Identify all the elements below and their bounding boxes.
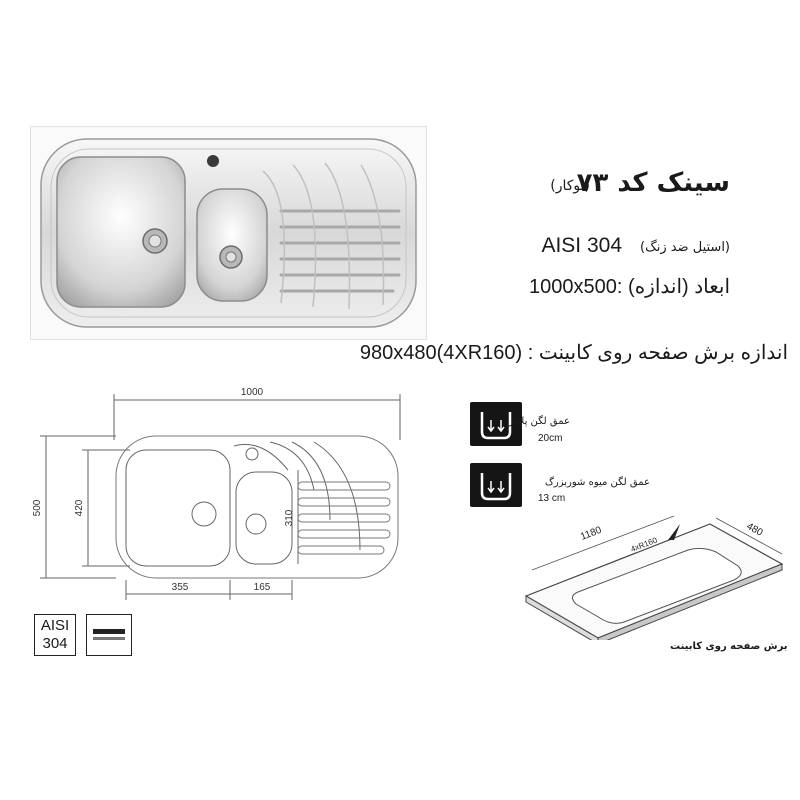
depth-icon-2 — [470, 463, 522, 507]
depth-icon-1 — [470, 402, 522, 446]
dim-right-bowl-height-label: 310 — [284, 509, 295, 526]
material-code: AISI 304 — [541, 234, 622, 257]
basin-depth-icon — [480, 473, 512, 501]
dim-right-bowl-label: 165 — [254, 582, 271, 593]
product-title: سینک کد ۷۳ — [576, 168, 730, 198]
product-photo-frame — [30, 126, 427, 340]
material-badge-line2: 304 — [42, 635, 68, 652]
dim-inner-height-label: 420 — [74, 499, 85, 516]
cutout-width-label: 480 — [745, 521, 765, 539]
depth-label-2: عمق لگن میوه شوربزرگ — [544, 477, 650, 488]
basin-depth-icon — [480, 412, 512, 440]
sink-photo — [40, 138, 417, 328]
dimensions-line: 1000x500: ابعاد (اندازه) — [529, 276, 730, 298]
dim-width-label: 1000 — [241, 387, 264, 398]
depth-value-1: 20cm — [538, 433, 563, 444]
cutout-caption: برش صفحه روی کابینت — [670, 641, 788, 652]
material-desc: (استیل ضد زنگ) — [640, 240, 730, 255]
cabinet-cutout-line: 980x480(4XR160) : اندازه برش صفحه روی کا… — [359, 342, 788, 364]
dim-left-bowl-label: 355 — [172, 582, 189, 593]
steel-profile-icon — [86, 614, 132, 656]
material-badge: AISI 304 — [34, 614, 76, 656]
depth-label-1: عمق لگن پلاس — [506, 416, 570, 427]
cutout-length-label: 1180 — [579, 525, 603, 543]
depth-value-2: 13 cm — [538, 493, 566, 504]
technical-drawing: 1000 500 420 355 165 310 — [32, 387, 401, 600]
dim-height-label: 500 — [32, 499, 43, 516]
material-badge-line1: AISI — [40, 617, 70, 634]
mount-type: (توکار) — [550, 178, 590, 194]
cutout-diagram: 1180 480 4xR160 — [524, 515, 784, 640]
tap-hole-icon — [207, 155, 219, 167]
